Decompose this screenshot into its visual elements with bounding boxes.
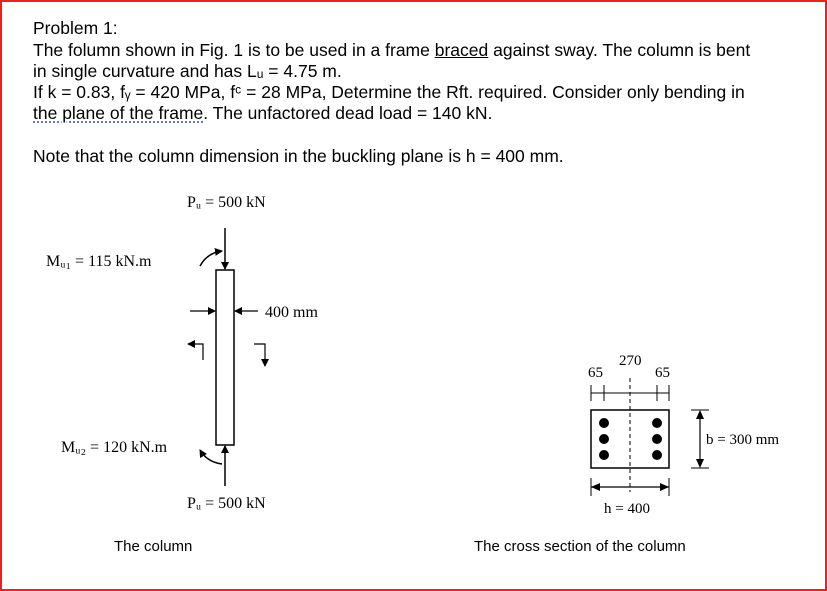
line1-text-b: against sway. The column is bent xyxy=(488,40,751,60)
line1-text-a: The folumn shown in Fig. 1 is to be used… xyxy=(33,40,435,60)
problem-line-3: If k = 0.83, fᵧ = 420 MPa, fᶜ = 28 MPa, … xyxy=(33,82,745,102)
section-caption: The cross section of the column xyxy=(474,538,686,555)
problem-title: Problem 1: xyxy=(33,18,118,38)
line4-plane: the plane of the frame xyxy=(33,103,204,123)
problem-line-4: the plane of the frame. The unfactored d… xyxy=(33,103,492,124)
line4-text-b: . The unfactored dead load = 140 kN. xyxy=(203,103,493,123)
column-caption: The column xyxy=(114,538,193,555)
problem-note: Note that the column dimension in the bu… xyxy=(33,146,564,166)
problem-line-1: The folumn shown in Fig. 1 is to be used… xyxy=(33,40,750,61)
line1-braced: braced xyxy=(434,40,489,60)
problem-line-2: in single curvature and has Lᵤ = 4.75 m. xyxy=(33,61,342,81)
